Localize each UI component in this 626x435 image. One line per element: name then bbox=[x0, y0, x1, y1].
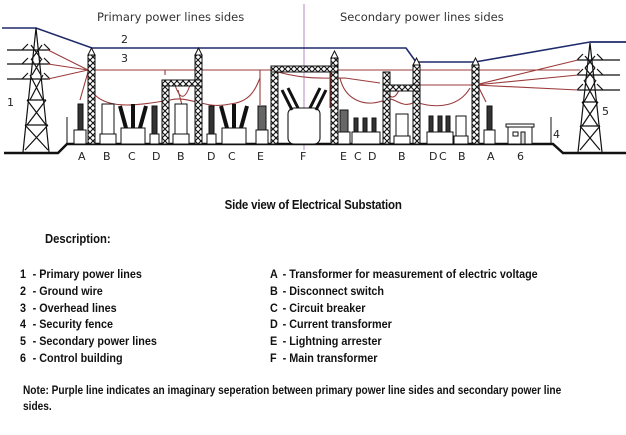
legend-text: - Current transformer bbox=[282, 317, 392, 332]
legend-item: C - Circuit breaker bbox=[270, 300, 538, 317]
secondary-power-line-tower bbox=[576, 42, 620, 153]
legend-key: 2 bbox=[20, 283, 27, 298]
equipment-label: D bbox=[152, 150, 160, 163]
legend-key: D bbox=[270, 317, 278, 332]
label-overhead-lines: 3 bbox=[121, 52, 128, 65]
legend-text: - Lightning arrester bbox=[282, 334, 382, 349]
legend-text: - Ground wire bbox=[32, 283, 103, 298]
legend-key: C bbox=[270, 300, 278, 315]
legend-key: B bbox=[270, 283, 278, 298]
legend-key: 4 bbox=[20, 317, 27, 332]
control-building bbox=[505, 123, 535, 145]
equipment bbox=[73, 103, 496, 145]
ground-wire bbox=[2, 27, 626, 63]
equipment-label: C bbox=[228, 150, 236, 163]
substation-diagram: Primary power lines sides Secondary powe… bbox=[2, 4, 626, 163]
diagram-caption: Side view of Electrical Substation bbox=[224, 198, 402, 212]
equipment-label: E bbox=[257, 150, 264, 163]
legend-key: F bbox=[270, 350, 277, 365]
equipment-label: D bbox=[429, 150, 437, 163]
legend-text: - Security fence bbox=[32, 317, 114, 332]
legend-key: 3 bbox=[20, 300, 27, 315]
legend-item: F - Main transformer bbox=[270, 350, 538, 367]
equipment-label: C bbox=[354, 150, 362, 163]
legend-item: 4 - Security fence bbox=[20, 316, 157, 333]
equipment-label: A bbox=[487, 150, 495, 163]
legend-lettered: A - Transformer for measurement of electr… bbox=[270, 266, 538, 367]
equipment-label: B bbox=[398, 150, 406, 163]
legend-key: A bbox=[270, 267, 278, 281]
equipment-label: B bbox=[103, 150, 111, 163]
legend-item: 5 - Secondary power lines bbox=[20, 333, 157, 350]
legend-key: E bbox=[270, 334, 278, 349]
gantry-structures bbox=[87, 46, 480, 145]
equipment-label: C bbox=[439, 150, 447, 163]
legend-text: - Circuit breaker bbox=[282, 300, 366, 315]
primary-power-line-tower bbox=[7, 27, 51, 153]
legend-item: 3 - Overhead lines bbox=[20, 300, 157, 317]
description-title: Description: bbox=[45, 232, 111, 246]
legend-text: - Primary power lines bbox=[32, 267, 142, 281]
ground-line bbox=[4, 142, 626, 155]
equipment-label: D bbox=[207, 150, 215, 163]
legend-item: D - Current transformer bbox=[270, 316, 538, 333]
separation-note: Note: Purple line indicates an imaginary… bbox=[23, 385, 562, 413]
legend-text: - Transformer for measurement of electri… bbox=[282, 267, 538, 281]
legend-text: - Secondary power lines bbox=[32, 334, 157, 349]
legend-item: 2 - Ground wire bbox=[20, 283, 157, 300]
equipment-label: 6 bbox=[517, 150, 524, 163]
legend-item: B - Disconnect switch bbox=[270, 283, 538, 300]
legend-text: - Overhead lines bbox=[32, 300, 117, 315]
legend-key: 5 bbox=[20, 334, 27, 349]
equipment-label: F bbox=[300, 150, 306, 163]
legend-text: - Control building bbox=[32, 350, 123, 365]
equipment-label: C bbox=[128, 150, 136, 163]
equipment-label: B bbox=[177, 150, 185, 163]
legend-item: 1 - Primary power lines bbox=[20, 266, 157, 283]
legend-item: 6 - Control building bbox=[20, 350, 157, 367]
legend-text: - Main transformer bbox=[282, 350, 378, 365]
equipment-label: D bbox=[368, 150, 376, 163]
label-secondary-power-lines: 5 bbox=[602, 105, 609, 118]
equipment-label: A bbox=[78, 150, 86, 163]
legend-key: 1 bbox=[20, 267, 27, 281]
legend-item: A - Transformer for measurement of electr… bbox=[270, 266, 538, 283]
primary-side-title: Primary power lines sides bbox=[97, 10, 244, 24]
legend-text: - Disconnect switch bbox=[282, 283, 385, 298]
label-security-fence: 4 bbox=[553, 128, 560, 141]
legend-key: 6 bbox=[20, 350, 27, 365]
main-transformer bbox=[280, 87, 328, 145]
equipment-label: B bbox=[458, 150, 466, 163]
legend-item: E - Lightning arrester bbox=[270, 333, 538, 350]
secondary-side-title: Secondary power lines sides bbox=[340, 10, 504, 24]
label-primary-power-lines: 1 bbox=[7, 96, 14, 109]
legend-numbered: 1- Primary power lines 2- Ground wire 3-… bbox=[20, 266, 157, 367]
equipment-label: E bbox=[340, 150, 347, 163]
label-ground-wire: 2 bbox=[121, 33, 128, 46]
